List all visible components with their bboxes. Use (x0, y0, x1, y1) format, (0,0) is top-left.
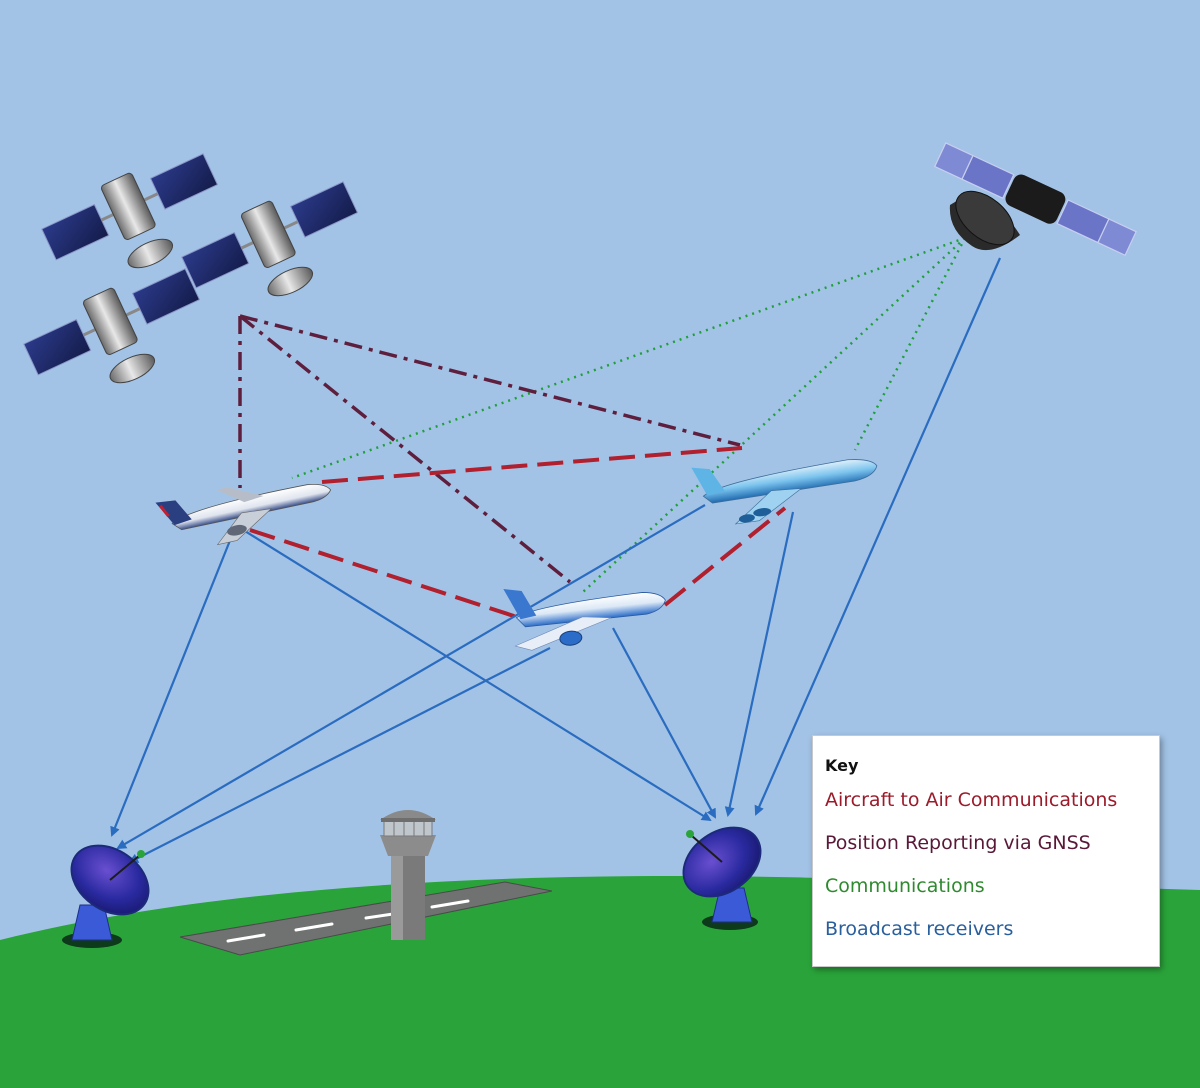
key-entry-aircraft-to-air: Aircraft to Air Communications (825, 789, 1118, 811)
airliner-icon (691, 459, 878, 525)
key-legend: Key Aircraft to Air Communications Posit… (812, 735, 1160, 967)
key-title: Key (825, 756, 859, 775)
gnss-position-links (238, 314, 741, 584)
radar-dish-icon (62, 844, 150, 948)
radar-dish-icon (682, 826, 762, 930)
aircraft-to-air-links (249, 446, 787, 620)
gnss-satellite-icon (23, 268, 201, 384)
key-entry-gnss-position-reporting: Position Reporting via GNSS (825, 832, 1091, 854)
gnss-satellite-icon (41, 153, 219, 269)
gnss-satellite-icon (181, 181, 359, 297)
key-entry-communications: Communications (825, 875, 985, 897)
control-tower-icon (380, 810, 436, 940)
broadcast-links (110, 257, 1002, 863)
airliner-icon (155, 483, 332, 546)
airliner-icon (503, 588, 666, 651)
key-entry-broadcast-receivers: Broadcast receivers (825, 918, 1014, 940)
communications-links (291, 236, 967, 593)
geostationary-satellite-icon (933, 142, 1137, 257)
